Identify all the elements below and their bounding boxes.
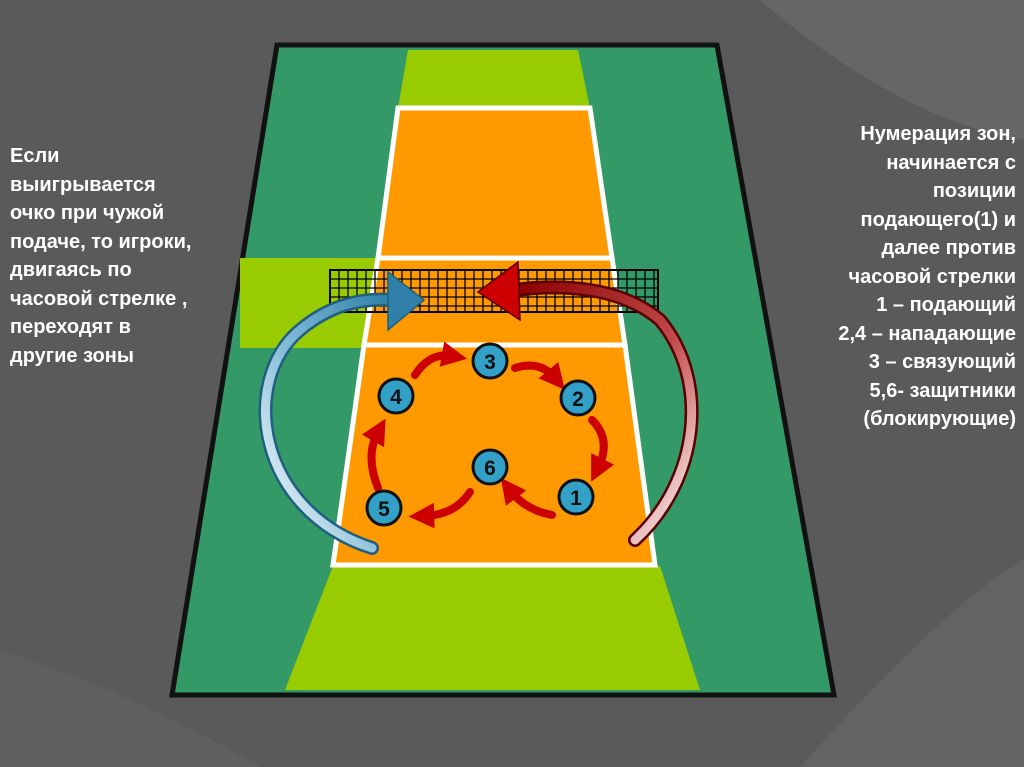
orange-court-far-side <box>375 105 615 261</box>
rotation-arrow-5-to-4 <box>361 418 386 492</box>
rotation-description-line: переходят в <box>10 316 131 338</box>
light-green-lane-top <box>398 50 590 108</box>
zone-4: 4 <box>377 377 415 415</box>
blue-curved-arrow <box>258 270 426 555</box>
zone-5-circle <box>365 489 403 527</box>
rotation-description-line: Если <box>10 145 60 167</box>
zone-numbering-line: далее против <box>881 237 1016 259</box>
volleyball-net <box>329 269 659 313</box>
zone-1-circle <box>557 478 595 516</box>
rotation-arrow-4-to-3 <box>411 341 468 379</box>
zone-numbering-line: Нумерация зон, <box>860 123 1016 145</box>
zone-numbering-line: (блокирующие) <box>863 408 1016 430</box>
zone-3: 3 <box>471 342 509 380</box>
zone-numbering-line: 3 – связующий <box>868 351 1016 373</box>
rotation-description-line: очко при чужой <box>10 202 165 224</box>
blue-arrow-head <box>387 270 426 332</box>
zone-4-circle <box>377 377 415 415</box>
rotation-description-line: другие зоны <box>10 344 134 367</box>
rotation-description-line: часовой стрелке , <box>10 287 188 310</box>
zone-numbering-line: начинается с <box>886 151 1016 174</box>
zone-5-label: 5 <box>378 498 390 521</box>
zone-numbering-line: подающего(1) и <box>860 208 1016 231</box>
zone-1-label: 1 <box>570 487 582 510</box>
rotation-arrow-6-to-5 <box>408 488 474 529</box>
zone-numbering-line: позиции <box>932 180 1016 202</box>
rotation-description-line: двигаясь по <box>10 259 132 281</box>
light-green-lane-bottom <box>285 566 700 690</box>
rotation-arrow-2-to-1 <box>588 416 615 482</box>
zone-numbering-line: 1 – подающий <box>876 294 1016 316</box>
blue-arrow-body-highlight <box>261 295 397 553</box>
zone-6-circle <box>471 448 509 486</box>
zone-2-label: 2 <box>572 388 584 411</box>
background-swirl <box>800 560 1024 767</box>
zone-1: 1 <box>557 478 595 516</box>
zone-numbering-line: 5,6- защитники <box>869 379 1016 402</box>
rotation-description: Если выигрывается очко при чужой подаче,… <box>10 142 191 370</box>
dark-red-arrow-body-highlight <box>510 282 697 545</box>
zone-5: 5 <box>365 489 403 527</box>
dark-red-arrow-head <box>476 260 521 322</box>
rotation-arrows <box>361 341 615 529</box>
zone-2-circle <box>559 379 597 417</box>
rotation-arrow-1-to-6 <box>500 477 556 519</box>
zone-numbering-line: 2,4 – нападающие <box>838 322 1016 345</box>
background-swirl <box>760 0 1024 140</box>
zone-3-circle <box>471 342 509 380</box>
zone-6: 6 <box>471 448 509 486</box>
rotation-description-line: подаче, то игроки, <box>10 230 192 253</box>
zone-3-label: 3 <box>484 351 496 374</box>
rotation-arrow-3-to-2 <box>511 361 565 390</box>
rotation-description-line: выигрывается <box>10 173 156 196</box>
zone-2: 2 <box>559 379 597 417</box>
zone-numbering-description: Нумерация зон, начинается с позиции пода… <box>838 120 1016 434</box>
dark-red-curved-arrow <box>476 260 699 547</box>
zone-4-label: 4 <box>390 386 402 409</box>
zone-6-label: 6 <box>484 457 496 480</box>
zone-numbering-line: часовой стрелки <box>848 265 1016 288</box>
background-swirl <box>0 650 260 767</box>
